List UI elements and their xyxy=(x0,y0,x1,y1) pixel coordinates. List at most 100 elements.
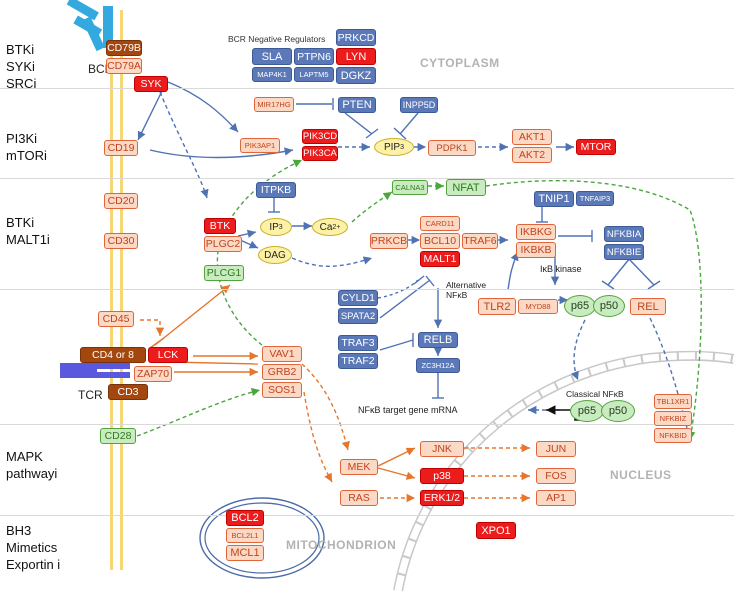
node-ptpn6: PTPN6 xyxy=(294,48,334,65)
node-cyld1: CYLD1 xyxy=(338,290,378,306)
side-label-line: Exportin i xyxy=(6,557,61,572)
node-akt1: AKT1 xyxy=(512,129,552,145)
ikb-kinase-label: IκB kinase xyxy=(540,264,582,274)
node-p50-nucleus: p50 xyxy=(601,400,635,422)
region-mitochondrion: MITOCHONDRION xyxy=(286,538,397,552)
divider-5 xyxy=(0,515,734,516)
node-nfkbia: NFKBIA xyxy=(604,226,644,242)
node-ikbkg: IKBKG xyxy=(516,224,556,240)
tcr-receptor-shape xyxy=(60,363,130,378)
side-label-line: BTKi xyxy=(6,215,35,230)
node-mek: MEK xyxy=(340,459,378,475)
node-cd79b: CD79B xyxy=(106,40,142,56)
region-nucleus: NUCLEUS xyxy=(610,468,672,482)
membrane-right xyxy=(120,10,123,570)
node-sla: SLA xyxy=(252,48,292,65)
bcr-receptor-shape xyxy=(66,0,113,52)
node-ap1: AP1 xyxy=(536,490,576,506)
node-rel: REL xyxy=(630,298,666,315)
node-sos1: SOS1 xyxy=(262,382,302,398)
node-fos: FOS xyxy=(536,468,576,484)
node-calna3: CALNA3 xyxy=(392,180,428,195)
node-spata2: SPATA2 xyxy=(338,308,378,324)
node-nfkbie: NFKBIE xyxy=(604,244,644,260)
node-erk: ERK1/2 xyxy=(420,490,464,506)
node-zc3h12a: ZC3H12A xyxy=(416,358,460,373)
node-prkcd: PRKCD xyxy=(336,29,376,46)
node-tlr2: TLR2 xyxy=(478,298,516,315)
node-cd28: CD28 xyxy=(100,428,136,444)
node-syk: SYK xyxy=(134,76,168,92)
node-grb2: GRB2 xyxy=(262,364,302,380)
classical-nfkb-label: Classical NFκB xyxy=(566,389,624,399)
node-cd3: CD3 xyxy=(108,384,148,400)
node-bcl2l1: BCL2L1 xyxy=(226,528,264,543)
node-pdpk1: PDPK1 xyxy=(428,140,476,156)
side-label-btk-malt: BTKi MALT1i xyxy=(6,214,50,248)
node-cd19: CD19 xyxy=(104,140,138,156)
node-dag: DAG xyxy=(258,246,292,264)
divider-2 xyxy=(0,178,734,179)
node-cd30: CD30 xyxy=(104,233,138,249)
alternative-nfkb-label: Alternative NFκB xyxy=(446,280,486,300)
alt-nfkb-line: Alternative xyxy=(446,280,487,290)
node-ras: RAS xyxy=(340,490,378,506)
side-label-line: mTORi xyxy=(6,148,47,163)
side-label-line: Mimetics xyxy=(6,540,58,555)
node-nfkbiz: NFKBIZ xyxy=(654,411,692,426)
node-bcl10: BCL10 xyxy=(420,233,460,249)
side-label-line: pathwayi xyxy=(6,466,58,481)
side-label-bh3: BH3 Mimetics Exportin i xyxy=(6,522,60,573)
node-traf2: TRAF2 xyxy=(338,353,378,369)
node-card11: CARD11 xyxy=(420,216,460,231)
node-plcg2: PLGC2 xyxy=(204,236,242,252)
node-p38: p38 xyxy=(420,468,464,484)
node-vav1: VAV1 xyxy=(262,346,302,362)
node-cd4-or-8: CD4 or 8 xyxy=(80,347,146,363)
node-ikbkb: IKBKB xyxy=(516,242,556,258)
node-map4k1: MAP4K1 xyxy=(252,67,292,82)
membrane-left xyxy=(110,10,113,570)
side-label-line: BTKi xyxy=(6,42,35,57)
side-label-mapk: MAPK pathwayi xyxy=(6,448,57,482)
node-nfkbid: NFKBID xyxy=(654,428,692,443)
node-zap70: ZAP70 xyxy=(134,366,172,382)
side-label-line: BH3 xyxy=(6,523,32,538)
mitochondrion-outer xyxy=(199,497,325,579)
ca-label: Ca xyxy=(319,221,333,233)
node-p65: p65 xyxy=(564,295,596,317)
node-pik3cd: PIK3CD xyxy=(302,129,338,144)
side-label-line: SRCi xyxy=(6,76,37,91)
node-lyn: LYN xyxy=(336,48,376,65)
side-label-line: PI3Ki xyxy=(6,131,38,146)
node-laptm5: LAPTM5 xyxy=(294,67,334,82)
divider-4 xyxy=(0,424,734,425)
node-tnip1: TNIP1 xyxy=(534,191,574,207)
node-pik3ca: PIK3CA xyxy=(302,146,338,161)
target-mrna-label: NFκB target gene mRNA xyxy=(358,405,458,415)
node-mcl1: MCL1 xyxy=(226,545,264,561)
node-myd88: MYD88 xyxy=(518,299,558,314)
bcr-negative-regulators-title: BCR Negative Regulators xyxy=(228,34,326,44)
node-pik3ap1: PIK3AP1 xyxy=(240,138,280,153)
node-mtor: MTOR xyxy=(576,139,616,155)
node-tnfaip3: TNFAIP3 xyxy=(576,191,614,206)
alt-nfkb-line: NFκB xyxy=(446,290,468,300)
node-btk: BTK xyxy=(204,218,236,234)
node-bcl2: BCL2 xyxy=(226,510,264,526)
tcr-label: TCR xyxy=(78,388,103,402)
node-lck: LCK xyxy=(148,347,188,363)
node-jun: JUN xyxy=(536,441,576,457)
divider-1 xyxy=(0,88,734,89)
node-relb: RELB xyxy=(418,332,458,348)
node-traf6: TRAF6 xyxy=(462,233,498,249)
node-tbl1xr1: TBL1XR1 xyxy=(654,394,692,409)
node-p50: p50 xyxy=(593,295,625,317)
node-akt2: AKT2 xyxy=(512,147,552,163)
pip3-label: PIP xyxy=(383,141,401,153)
region-cytoplasm: CYTOPLASM xyxy=(420,56,500,70)
node-nfat: NFAT xyxy=(446,179,486,196)
